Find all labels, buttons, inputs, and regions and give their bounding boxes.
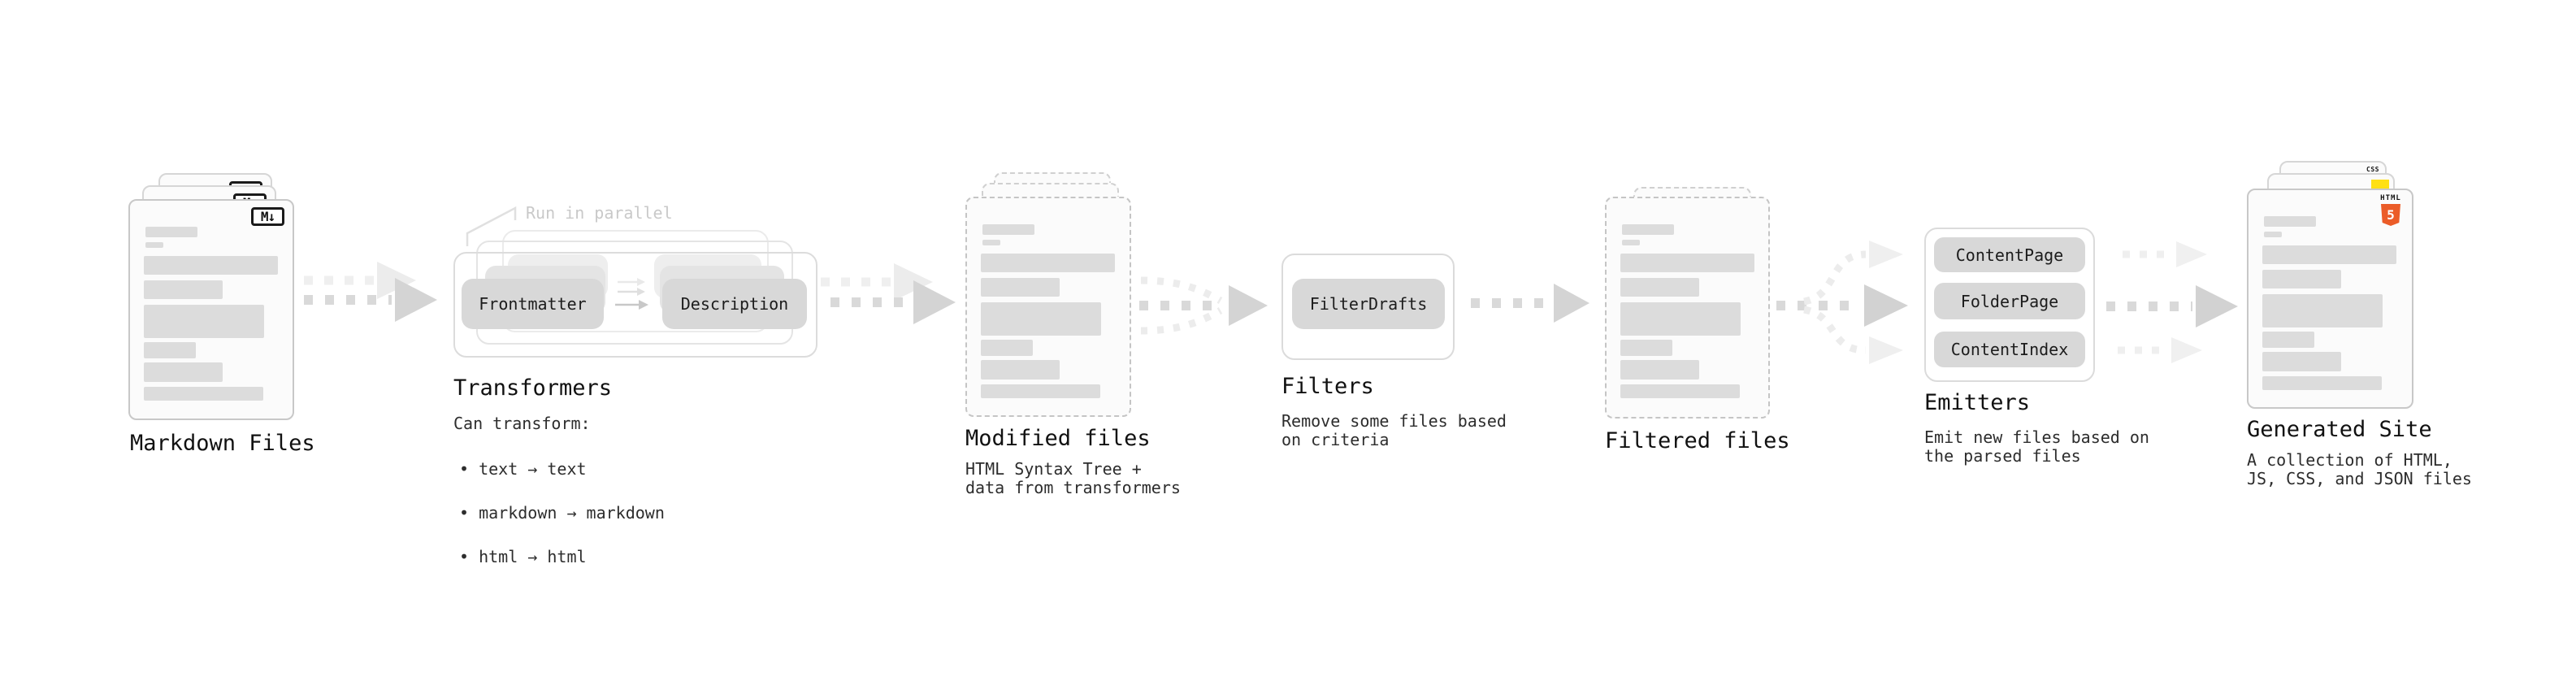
placeholder-bar	[1620, 360, 1699, 380]
modified-file-front	[965, 197, 1131, 417]
placeholder-bar	[982, 240, 1000, 245]
connector-filters-to-filtered	[1471, 284, 1589, 323]
placeholder-bar	[2264, 232, 2282, 237]
modified-files-caption: HTML Syntax Tree + data from transformer…	[965, 459, 1181, 497]
placeholder-bar	[144, 362, 223, 382]
js-icon	[2371, 180, 2389, 189]
frontmatter-transformer-pill: Frontmatter	[462, 279, 604, 329]
bullet-item: • text → text	[459, 459, 587, 479]
placeholder-bar	[144, 387, 263, 401]
transformers-caption-heading: Can transform:	[453, 414, 591, 433]
emitters-caption: Emit new files based on the parsed files	[1924, 427, 2149, 466]
description-transformer-pill: Description	[662, 279, 807, 329]
connector-filtered-to-emitters	[1776, 241, 1908, 364]
placeholder-bar	[144, 256, 278, 275]
placeholder-bar	[981, 278, 1060, 297]
generated-html-front: HTML 5	[2247, 189, 2413, 409]
bullet-item: • html → html	[459, 547, 587, 566]
markdown-file-front: M↓	[128, 199, 294, 420]
placeholder-bar	[1620, 384, 1740, 398]
connector-markdown-to-transformers	[304, 262, 437, 322]
connector-emitters-to-generated	[2106, 241, 2238, 363]
placeholder-bar	[1620, 340, 1672, 356]
placeholder-bar	[982, 224, 1034, 235]
filtered-files-title: Filtered files	[1605, 428, 1790, 453]
placeholder-bar	[2262, 376, 2382, 390]
transformers-bullet-list: • text → text • markdown → markdown • ht…	[459, 436, 665, 590]
run-in-parallel-label: Run in parallel	[526, 203, 673, 223]
markdown-icon: M↓	[251, 207, 284, 226]
placeholder-bar	[2262, 332, 2314, 348]
filtered-file-front	[1605, 197, 1770, 419]
placeholder-bar	[1620, 302, 1741, 336]
connector-modified-to-filters	[1139, 276, 1268, 335]
placeholder-bar	[1622, 224, 1674, 235]
transformers-title: Transformers	[453, 375, 613, 401]
contentpage-emitter-pill: ContentPage	[1934, 237, 2085, 272]
placeholder-bar	[981, 340, 1033, 356]
placeholder-bar	[145, 242, 163, 248]
filters-caption: Remove some files based on criteria	[1281, 411, 1507, 449]
run-in-parallel-leader-line	[466, 206, 517, 246]
html5-icon-shield: 5	[2381, 204, 2400, 226]
folderpage-emitter-pill: FolderPage	[1934, 283, 2085, 319]
placeholder-bar	[144, 342, 196, 358]
placeholder-bar	[981, 384, 1100, 398]
placeholder-bar	[981, 360, 1060, 380]
placeholder-bar	[1622, 240, 1640, 245]
placeholder-bar	[981, 254, 1115, 272]
transformer-step-arrows	[615, 278, 648, 310]
placeholder-bar	[2262, 270, 2341, 288]
placeholder-bar	[2262, 352, 2341, 371]
html5-icon-word: HTML	[2380, 194, 2401, 202]
filterdrafts-pill: FilterDrafts	[1292, 279, 1445, 329]
placeholder-bar	[2262, 245, 2396, 264]
placeholder-bar	[1620, 278, 1699, 297]
css-icon-word: CSS	[2366, 166, 2379, 173]
emitters-title: Emitters	[1924, 390, 2031, 415]
placeholder-bar	[1620, 254, 1754, 272]
bullet-item: • markdown → markdown	[459, 503, 665, 523]
filters-title: Filters	[1281, 374, 1374, 399]
placeholder-bar	[2264, 216, 2316, 227]
placeholder-bar	[145, 227, 197, 237]
generated-site-caption: A collection of HTML, JS, CSS, and JSON …	[2247, 450, 2472, 488]
placeholder-bar	[144, 305, 264, 338]
placeholder-bar	[981, 302, 1101, 336]
modified-files-title: Modified files	[965, 426, 1151, 451]
generated-site-title: Generated Site	[2247, 417, 2432, 442]
contentindex-emitter-pill: ContentIndex	[1934, 332, 2085, 367]
transformers-container	[453, 252, 817, 358]
html5-icon: HTML 5	[2380, 195, 2401, 226]
markdown-files-title: Markdown Files	[130, 431, 315, 456]
placeholder-bar	[2262, 294, 2383, 327]
connector-transformers-to-modified	[821, 263, 956, 324]
placeholder-bar	[144, 280, 223, 299]
